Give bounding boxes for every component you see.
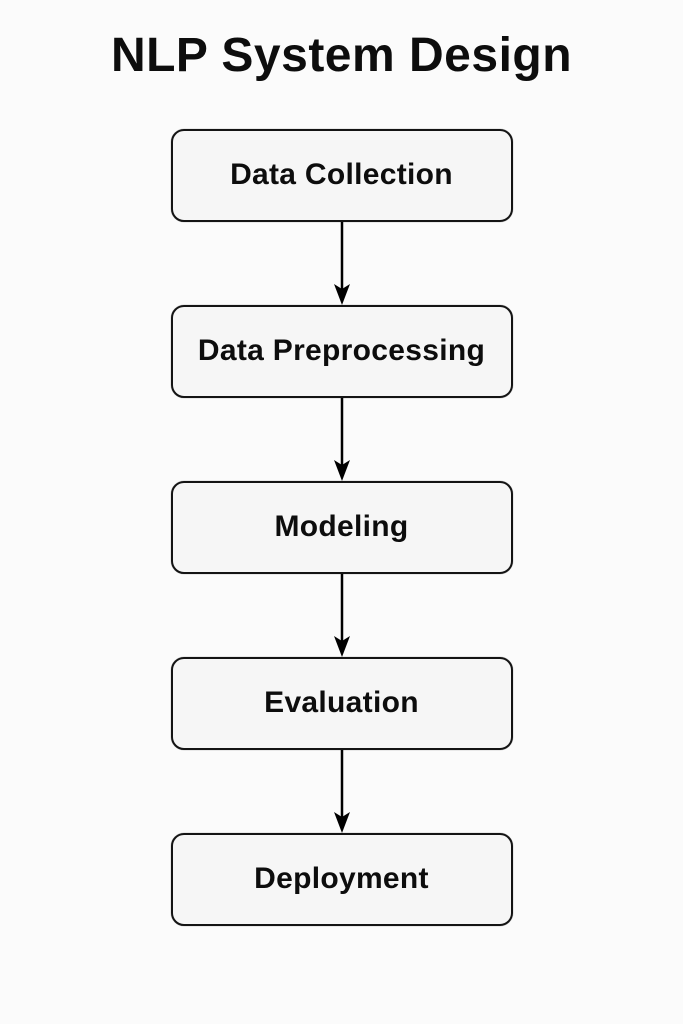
- flow-node-modeling: Modeling: [170, 480, 513, 574]
- arrow-down-icon: [333, 749, 350, 833]
- node-label: Evaluation: [264, 686, 419, 720]
- node-label: Data Collection: [230, 158, 453, 192]
- flow-node-data-preprocessing: Data Preprocessing: [170, 304, 513, 398]
- node-label: Data Preprocessing: [197, 334, 486, 368]
- arrow-down-icon: [333, 221, 350, 305]
- flow-column: Data Collection Data Preprocessing Model…: [170, 128, 513, 926]
- arrow-down-icon: [333, 573, 350, 657]
- flow-node-data-collection: Data Collection: [170, 128, 513, 222]
- node-label: Modeling: [274, 510, 409, 544]
- diagram-title: NLP System Design: [110, 29, 573, 82]
- arrow-down-icon: [333, 397, 350, 481]
- node-label: Deployment: [254, 862, 429, 896]
- flow-node-deployment: Deployment: [170, 832, 513, 926]
- flow-node-evaluation: Evaluation: [170, 656, 513, 750]
